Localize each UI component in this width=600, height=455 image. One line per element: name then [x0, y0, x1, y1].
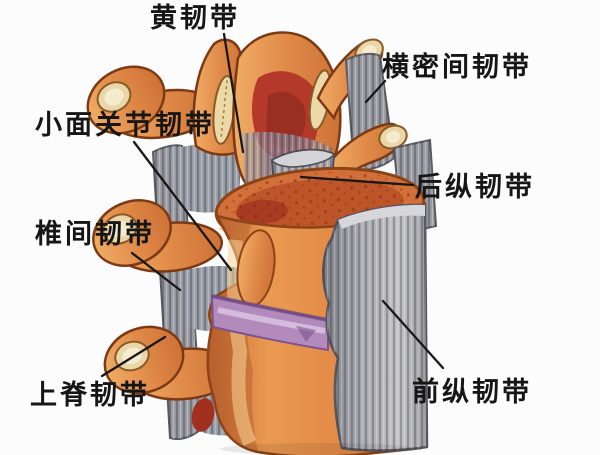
label-supraspinous-ligament: 上脊韧带 [30, 380, 150, 411]
leader-line-posterior-longitudinal-ligament [299, 175, 415, 187]
label-intertransverse-ligament: 横密间韧带 [382, 52, 532, 83]
red-accent-lower [191, 398, 215, 432]
label-anterior-longitudinal-ligament: 前纵韧带 [412, 377, 532, 408]
leader-line-interspinous-ligament [130, 251, 182, 292]
spinous-process-3 [103, 325, 238, 401]
leader-line-anterior-longitudinal-ligament [381, 299, 445, 370]
spinous-process-2 [92, 199, 224, 273]
label-posterior-longitudinal-ligament: 后纵韧带 [415, 172, 535, 203]
body-shadow [220, 443, 416, 455]
leader-line-ligamentum-flavum [222, 32, 245, 154]
label-interspinous-ligament: 椎间韧带 [35, 219, 155, 250]
spinous-process-1 [86, 65, 217, 140]
label-ligamentum-flavum: 黄韧带 [150, 3, 240, 34]
anterior-longitudinal-ligament-band [322, 203, 429, 452]
leader-line-intertransverse-ligament [364, 79, 387, 104]
intervertebral-disc [210, 294, 329, 352]
leader-line-facet-joint-ligament [132, 140, 233, 272]
leader-line-supraspinous-ligament [100, 335, 167, 378]
label-facet-joint-ligament: 小面关节韧带 [35, 110, 215, 141]
